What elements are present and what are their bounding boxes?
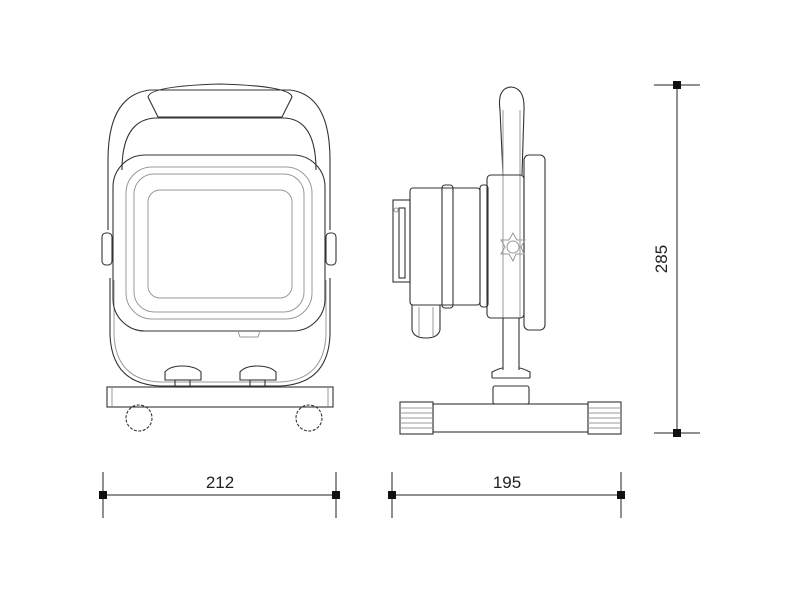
bracket-inner-edge	[113, 280, 327, 383]
handle-pole-hidden-edges	[502, 110, 521, 318]
knob-left	[164, 365, 202, 388]
lamp-bezel-outer	[125, 166, 313, 320]
handle	[107, 89, 331, 230]
dimension-terminator	[99, 491, 107, 499]
side-view	[392, 86, 622, 435]
wheel-right	[295, 404, 323, 432]
driver-housing	[409, 187, 481, 306]
knob-right-head	[239, 365, 277, 381]
wheel-left	[125, 404, 153, 432]
foot-right	[587, 401, 622, 435]
foot-right-grooves	[588, 407, 621, 429]
dimension-depth: 195	[388, 472, 625, 518]
dimension-terminator	[332, 491, 340, 499]
side-knob-left	[101, 232, 113, 266]
foot-left	[399, 401, 434, 435]
dimension-terminator	[673, 429, 681, 437]
bottom-tab	[237, 330, 261, 338]
back-cap-inset	[398, 207, 406, 279]
dimension-height-label: 285	[652, 245, 671, 273]
lamp-bezel-inner	[133, 173, 305, 313]
dimension-width: 212	[99, 472, 340, 518]
bracket	[109, 278, 331, 387]
foot-left-grooves	[400, 407, 433, 429]
pole-knob	[491, 367, 531, 379]
housing-band	[441, 184, 454, 309]
handle-grip	[147, 83, 293, 118]
front-view	[101, 83, 337, 432]
knob-right	[239, 365, 277, 388]
pole-collar	[492, 385, 530, 405]
cable-gland	[411, 304, 441, 339]
lamp-front	[523, 154, 546, 331]
dimension-depth-label: 195	[493, 473, 521, 492]
dimension-terminator	[617, 491, 625, 499]
handle-pole	[498, 86, 525, 370]
dimension-width-label: 212	[206, 473, 234, 492]
back-cap	[392, 199, 411, 283]
dimension-height: 285	[652, 81, 700, 437]
led-window	[147, 189, 293, 299]
dimension-terminator	[673, 81, 681, 89]
base-bar	[432, 403, 589, 433]
base-plate	[106, 386, 334, 408]
lamp-frame	[112, 154, 326, 332]
star-knob	[500, 231, 526, 263]
knob-left-head	[164, 365, 202, 381]
mount-plate	[486, 174, 525, 319]
dimension-terminator	[388, 491, 396, 499]
side-knob-right	[325, 232, 337, 266]
star-knob-hub	[506, 240, 520, 254]
back-cap-screw	[393, 207, 399, 213]
